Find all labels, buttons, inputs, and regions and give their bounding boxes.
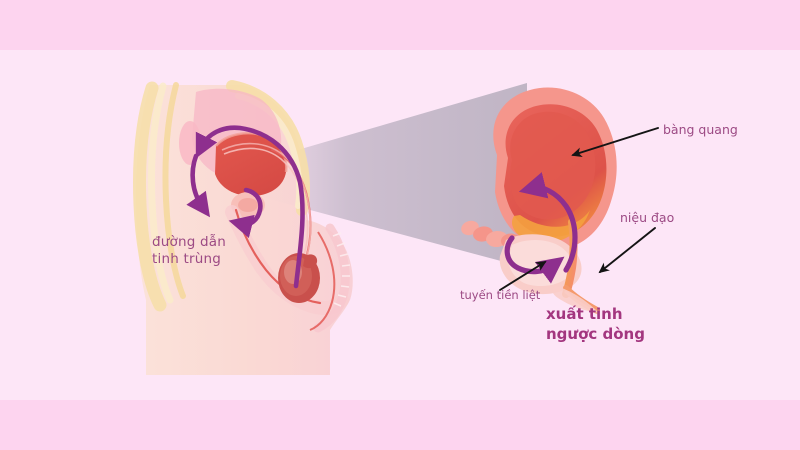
pelvic-cross-section (133, 80, 353, 375)
label-urethra: niệu đạo (620, 210, 675, 225)
sacrum-bone (133, 81, 186, 312)
bladder-left (215, 133, 287, 196)
pointer-arrow-prostate (499, 260, 547, 291)
pointer-arrow-urethra (598, 227, 656, 274)
pointer-arrows (499, 127, 659, 291)
label-sperm-path: đường dẫn tinh trùng (152, 234, 226, 267)
flow-arrows-left (186, 125, 305, 289)
magnifier-cone (253, 83, 527, 268)
spine-band (313, 223, 351, 333)
background-band-bottom (0, 400, 800, 450)
background-band-top (0, 0, 800, 50)
label-retrograde-ejaculation: xuất tinh ngược dòng (546, 305, 645, 343)
magnified-bladder-prostate (461, 87, 659, 315)
label-bladder: bàng quang (663, 122, 738, 137)
epididymis (303, 254, 318, 269)
pubic-symphysis (179, 121, 201, 165)
pointer-arrow-bladder (571, 127, 659, 158)
label-prostate: tuyến tiền liệt (460, 288, 541, 302)
